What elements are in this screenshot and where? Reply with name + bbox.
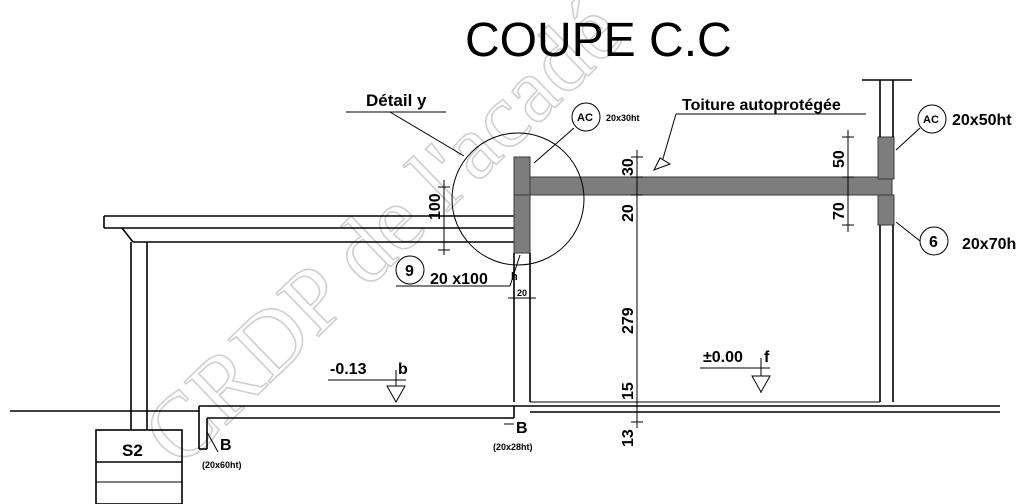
dim-mid-footing: 13 [620,429,637,447]
tag-6-leader [895,221,921,242]
ground-lines [10,401,1000,419]
dim-mid-upper: 30 [620,158,637,176]
ac-right-circle [917,104,947,134]
level-right-marker [700,358,771,394]
tag-9: 9 [405,263,414,280]
tag-6: 6 [929,234,938,251]
detail-label: Détail y [366,91,427,110]
detail-circle [451,132,585,266]
footing-left [198,411,219,453]
tag-9-leader [509,254,521,287]
beam-6 [877,194,895,226]
toiture-label: Toiture autoprotégée [682,97,841,114]
s2-box [95,429,183,504]
dim-middle-chain [631,150,643,428]
level-right-value: ±0.00 [703,349,743,366]
ac-left-leader [533,127,575,164]
wall-thickness-dim [508,293,536,303]
dim-mid-slab: 20 [620,204,637,222]
toiture-leader [661,113,677,163]
tag-6-dim: 20x70h [962,236,1016,253]
roof-slab [513,176,893,196]
level-left-value: -0.13 [330,361,367,378]
dim-right-upper: 50 [831,150,848,168]
footing-mid-label: B [516,420,528,437]
dim-mid-floor: 15 [620,382,637,400]
dim-left-beam-label: 100 [427,193,444,220]
dim-mid-height: 279 [620,307,637,334]
canopy [103,215,516,243]
dim-right-lower: 70 [831,202,848,220]
ac-left-tag: AC [577,112,593,124]
wall-thickness-label: 20 [517,288,527,298]
beam-9 [513,194,531,254]
drawing-title: COUPE C.C [465,14,732,67]
detail-leader [389,111,465,157]
tag-9-dim: 20 x100 [430,271,488,288]
ac-right-tag: AC [923,114,939,126]
tag-9-circle [395,255,425,285]
right-wall [879,225,894,402]
tag-9-h: h [511,271,518,283]
footing-left-label: B [220,437,232,454]
dim-left-beam [438,180,450,255]
acroterion-left [513,156,531,198]
level-left-letter: b [398,361,408,378]
right-parapet [862,79,912,137]
level-left-marker [328,370,406,404]
acroterion-right [877,136,895,180]
footing-left-dim: (20x60ht) [202,460,242,470]
ac-right-dim: 20x50ht [952,112,1012,129]
canopy-columns [130,242,148,430]
footing-mid-dim: (20x28ht) [493,442,533,452]
ac-right-leader [895,127,921,151]
left-wall [513,253,531,402]
dim-right-chain [842,130,854,232]
space-label: S2 [122,441,143,460]
ac-left-circle [571,102,601,132]
toiture-arrow [652,157,672,171]
level-right-letter: f [764,349,770,366]
ac-left-dim: 20x30ht [606,113,640,123]
